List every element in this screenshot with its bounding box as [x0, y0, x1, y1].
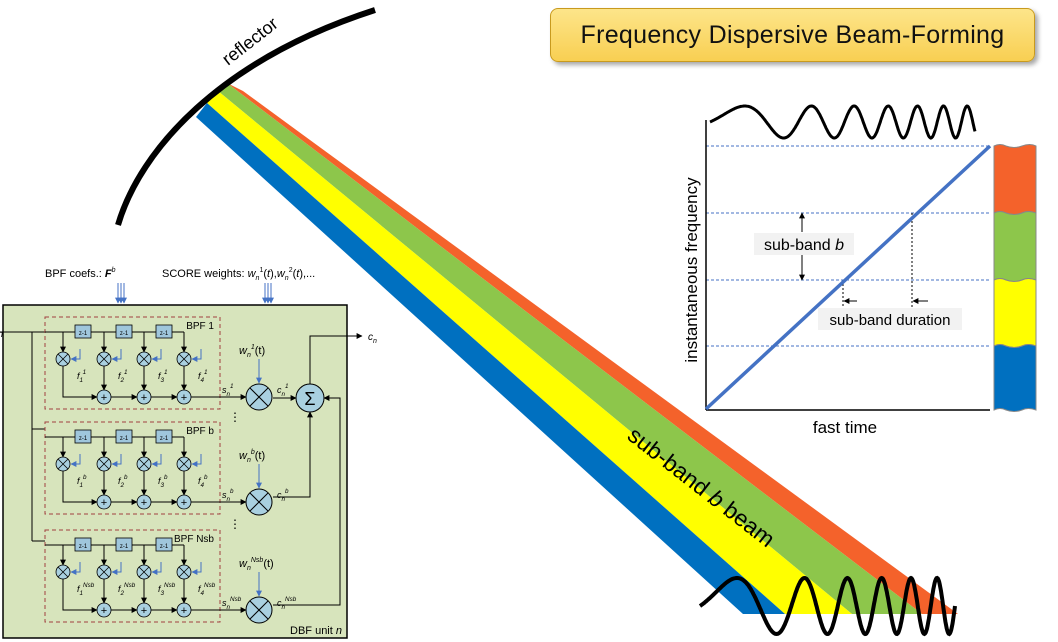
svg-text:+: + — [181, 497, 187, 509]
svg-text:+: + — [101, 605, 107, 617]
bpf-label: BPF 1 — [186, 321, 214, 332]
chirp-waveform-bottom — [698, 575, 957, 637]
svg-text:+: + — [101, 392, 107, 404]
reflector-arc — [115, 7, 376, 226]
coef-label: f1Nsb — [77, 582, 95, 597]
bpf-block: BPF b z-1 z-1 z-1 f1b f2b f3b f4b + + + snb wnb(t) cn… — [44, 421, 289, 516]
coef-label: f3b — [158, 474, 168, 489]
spectrum-yellow — [993, 278, 1037, 348]
svg-text:+: + — [141, 497, 147, 509]
input-label: n — [0, 329, 3, 339]
c-label: cn1 — [277, 383, 289, 398]
beam-band-red — [227, 83, 958, 614]
c-label: cnNsb — [277, 596, 297, 611]
sum-input-b — [273, 411, 313, 498]
svg-text:+: + — [141, 605, 147, 617]
delay-label: z-1 — [160, 331, 169, 337]
s-label: sn1 — [222, 383, 234, 398]
score-weights-label: SCORE weights: wn1(t),wn2(t),... — [162, 267, 315, 282]
delay-block — [155, 429, 173, 444]
bpf-block: BPF Nsb z-1 z-1 z-1 f1Nsb f2Nsb f3Nsb f4Nsb + + + s… — [44, 529, 297, 624]
coef-label: f4b — [198, 474, 208, 489]
bpf-coefs-arrow — [115, 283, 127, 304]
svg-text:+: + — [141, 392, 147, 404]
delay-block — [155, 324, 173, 339]
delay-block — [155, 537, 173, 552]
coef-label: f1b — [77, 474, 87, 489]
subband-label-bg — [754, 233, 854, 255]
delay-label: z-1 — [79, 331, 88, 337]
duration-label: sub-band duration — [830, 312, 951, 329]
coef-label: f11 — [77, 369, 86, 384]
delay-label: z-1 — [160, 436, 169, 442]
coef-label: f2b — [118, 474, 128, 489]
delay-block — [74, 537, 92, 552]
coef-label: f31 — [158, 369, 168, 384]
title-box: Frequency Dispersive Beam-Forming — [550, 8, 1035, 62]
coef-label: f41 — [198, 369, 208, 384]
bpf-label: BPF b — [186, 426, 214, 437]
beam-band-green — [218, 83, 922, 614]
spectrum-blue — [993, 344, 1037, 412]
duration-label-bg — [818, 308, 962, 330]
svg-text:+: + — [101, 497, 107, 509]
c-label: cnb — [277, 488, 289, 503]
beam-band-blue — [196, 103, 785, 614]
svg-text:+: + — [181, 392, 187, 404]
chirp-waveform-top — [709, 104, 977, 140]
beam-band-yellow — [207, 91, 852, 614]
sum-output-line — [309, 333, 363, 384]
sum-input-nsb — [273, 395, 341, 606]
delay-label: z-1 — [79, 544, 88, 550]
dbf-unit: DBF unit n BPF coefs.: Fb SCORE weights:… — [0, 267, 377, 639]
delay-label: z-1 — [160, 544, 169, 550]
bpf-label: BPF Nsb — [174, 534, 214, 545]
delay-label: z-1 — [120, 544, 129, 550]
subband-label: sub-band b — [764, 237, 844, 254]
weight-label: wn1(t) — [239, 344, 265, 359]
coef-label: f21 — [118, 369, 128, 384]
s-label: snb — [222, 488, 234, 503]
spectrum-red — [993, 144, 1037, 215]
delay-block — [115, 537, 133, 552]
ellipsis-dots: ⋮ — [229, 517, 241, 531]
bpf-coefs-label: BPF coefs.: Fb — [45, 267, 116, 280]
chirp-plot: sub-band b sub-band duration fast time i… — [682, 104, 992, 437]
delay-label: z-1 — [120, 436, 129, 442]
beam-bands — [196, 83, 958, 614]
chirp-line — [704, 144, 992, 411]
ellipsis-dots: ⋮ — [229, 410, 241, 424]
bpf-border — [44, 316, 221, 410]
output-label: cn — [368, 332, 377, 345]
title-text: Frequency Dispersive Beam-Forming — [580, 20, 1005, 49]
bpf-border — [44, 421, 221, 515]
spectrum-green — [993, 211, 1037, 282]
dbf-unit-label: DBF unit n — [290, 625, 342, 637]
delay-block — [115, 429, 133, 444]
delay-label: z-1 — [120, 331, 129, 337]
coef-label: f2Nsb — [118, 582, 136, 597]
coef-label: f4Nsb — [198, 582, 216, 597]
weight-label: wnNsb(t) — [239, 557, 274, 572]
sum-symbol: Σ — [304, 389, 315, 409]
y-axis-label: instantaneous frequency — [682, 177, 701, 363]
svg-text:+: + — [181, 605, 187, 617]
bpf-border — [44, 529, 221, 623]
delay-block — [74, 324, 92, 339]
delay-label: z-1 — [79, 436, 88, 442]
s-label: snNsb — [222, 596, 242, 611]
coef-label: f3Nsb — [158, 582, 176, 597]
reflector-label: reflector — [218, 13, 282, 69]
delay-block — [115, 324, 133, 339]
spectrum-bar — [993, 144, 1037, 412]
weight-label: wnb(t) — [239, 449, 265, 464]
x-axis-label: fast time — [813, 418, 877, 437]
score-weights-arrow — [262, 283, 274, 304]
bpf-block: BPF 1 z-1 z-1 z-1 f11 f21 f31 f41 + + + sn1 wn1(t) cn… — [44, 316, 289, 411]
delay-block — [74, 429, 92, 444]
